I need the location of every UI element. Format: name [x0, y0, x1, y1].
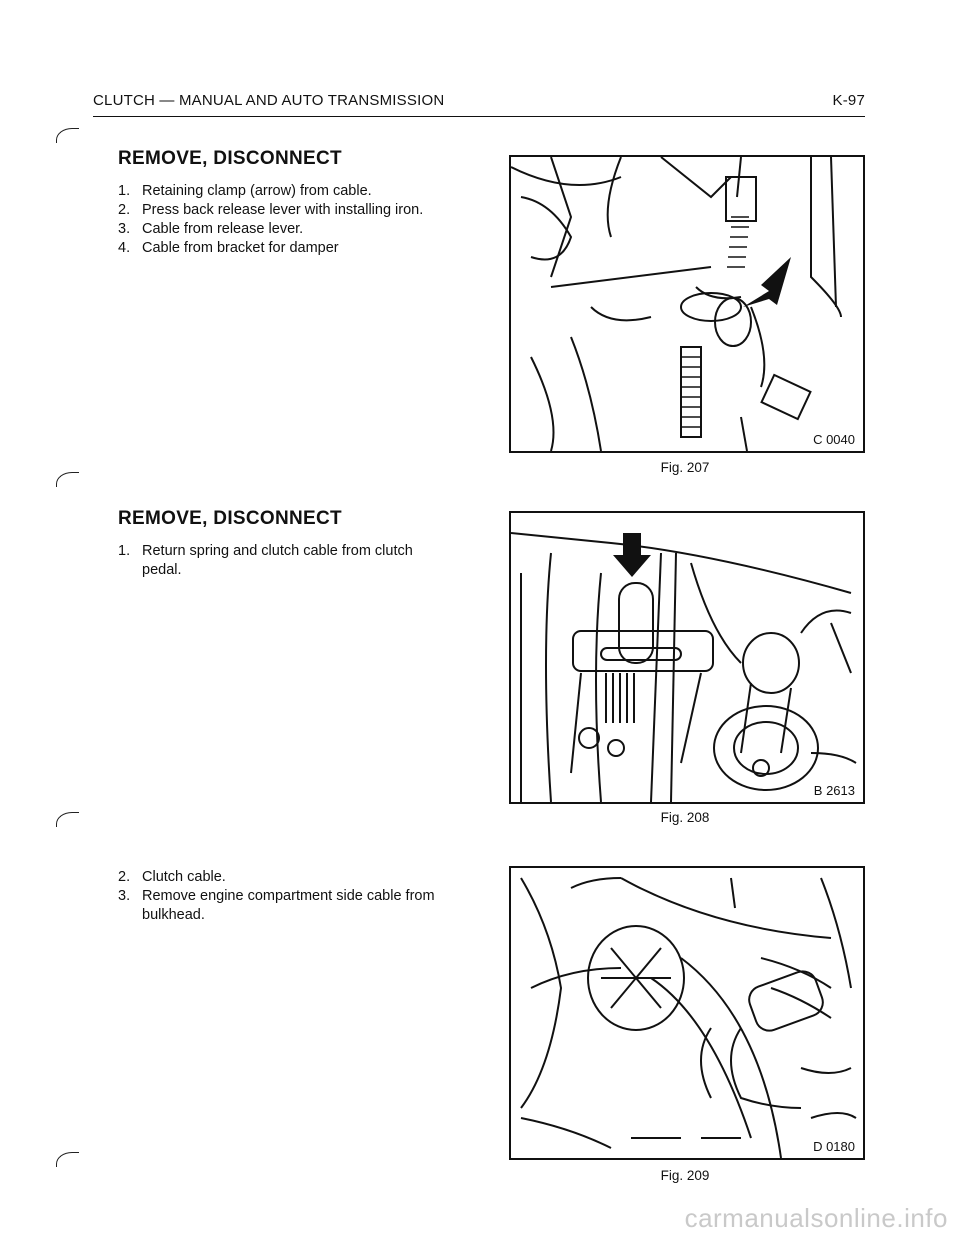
figure-code: B 2613 [811, 783, 857, 798]
figure-caption: Fig. 208 [660, 810, 710, 825]
section-heading: REMOVE, DISCONNECT [118, 148, 342, 169]
page-number: K-97 [832, 92, 865, 109]
figure-caption: Fig. 207 [660, 460, 710, 475]
step-item: 3.Cable from release lever. [118, 221, 304, 237]
step-item: 3.Remove engine compartment side cable f… [118, 888, 435, 923]
clutch-cable-clamp-illustration [511, 157, 842, 451]
step-list: 1.Retaining clamp (arrow) from cable. 2.… [118, 182, 448, 258]
step-item: 1.Retaining clamp (arrow) from cable. [118, 183, 372, 199]
step-item: 2.Press back release lever with installi… [118, 202, 424, 218]
arrow-icon [613, 533, 651, 577]
section-heading: REMOVE, DISCONNECT [118, 508, 342, 529]
hole-punch-mark [56, 812, 79, 827]
procedure-section-3: 2.Clutch cable. 3.Remove engine compartm… [118, 868, 448, 925]
figure-209: D 0180 [509, 866, 865, 1160]
watermark-text: carmanualsonline.info [684, 1203, 948, 1233]
procedure-section-1: REMOVE, DISCONNECT 1.Retaining clamp (ar… [118, 148, 448, 258]
chapter-title: CLUTCH — MANUAL AND AUTO TRANSMISSION [93, 92, 445, 109]
procedure-section-2: REMOVE, DISCONNECT 1.Return spring and c… [118, 508, 448, 580]
figure-code: C 0040 [811, 432, 857, 447]
clutch-pedal-spring-illustration [511, 532, 857, 802]
figure-caption: Fig. 209 [660, 1168, 710, 1183]
hole-punch-mark [56, 1152, 79, 1167]
page-header: CLUTCH — MANUAL AND AUTO TRANSMISSION K-… [93, 90, 865, 117]
step-item: 4.Cable from bracket for damper [118, 240, 339, 256]
hole-punch-mark [56, 128, 79, 143]
figure-208: B 2613 [509, 511, 865, 804]
step-list: 1.Return spring and clutch cable from cl… [118, 542, 448, 580]
bulkhead-cable-illustration [520, 877, 857, 1158]
figure-code: D 0180 [811, 1139, 857, 1154]
step-item: 1.Return spring and clutch cable from cl… [118, 543, 413, 578]
hole-punch-mark [56, 472, 79, 487]
step-list: 2.Clutch cable. 3.Remove engine compartm… [118, 868, 448, 925]
step-item: 2.Clutch cable. [118, 869, 226, 885]
figure-207: C 0040 [509, 155, 865, 453]
arrow-icon [743, 257, 791, 307]
